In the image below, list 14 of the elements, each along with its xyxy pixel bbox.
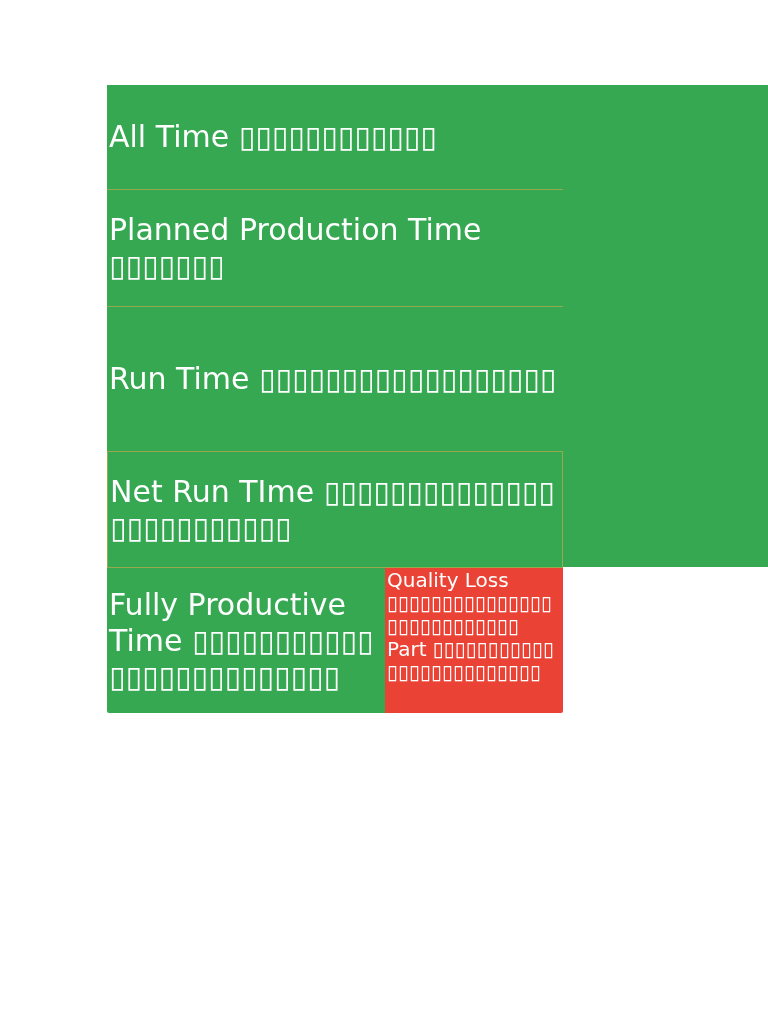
time-band	[107, 306, 563, 451]
band-label: Run Time ▯▯▯▯▯▯▯▯▯▯▯▯▯▯▯▯▯▯	[109, 361, 558, 397]
blank-panel	[563, 85, 768, 567]
time-band	[107, 85, 563, 189]
time-band	[107, 189, 563, 306]
time-band	[107, 451, 563, 568]
band-label: Fully Productive Time ▯▯▯▯▯▯▯▯▯▯▯▯▯▯▯▯▯▯▯▯▯▯▯▯▯	[109, 586, 375, 695]
time-band	[107, 568, 385, 713]
loss-box	[385, 568, 563, 713]
band-label: Planned Production Time ▯▯▯▯▯▯▯	[109, 212, 483, 284]
band-label: Net Run TIme ▯▯▯▯▯▯▯▯▯▯▯▯▯▯▯▯▯▯▯▯▯▯▯▯▯	[110, 473, 556, 546]
band-label: All Time ▯▯▯▯▯▯▯▯▯▯▯▯	[109, 119, 438, 155]
loss-description: ▯▯▯▯▯▯▯▯▯▯▯▯▯▯▯▯▯▯▯▯▯▯▯▯▯▯▯ Part ▯▯▯▯▯▯▯▯▯▯▯▯▯▯▯▯▯▯▯▯▯▯▯▯▯	[387, 592, 555, 684]
loss-title: Quality Loss	[387, 569, 510, 592]
